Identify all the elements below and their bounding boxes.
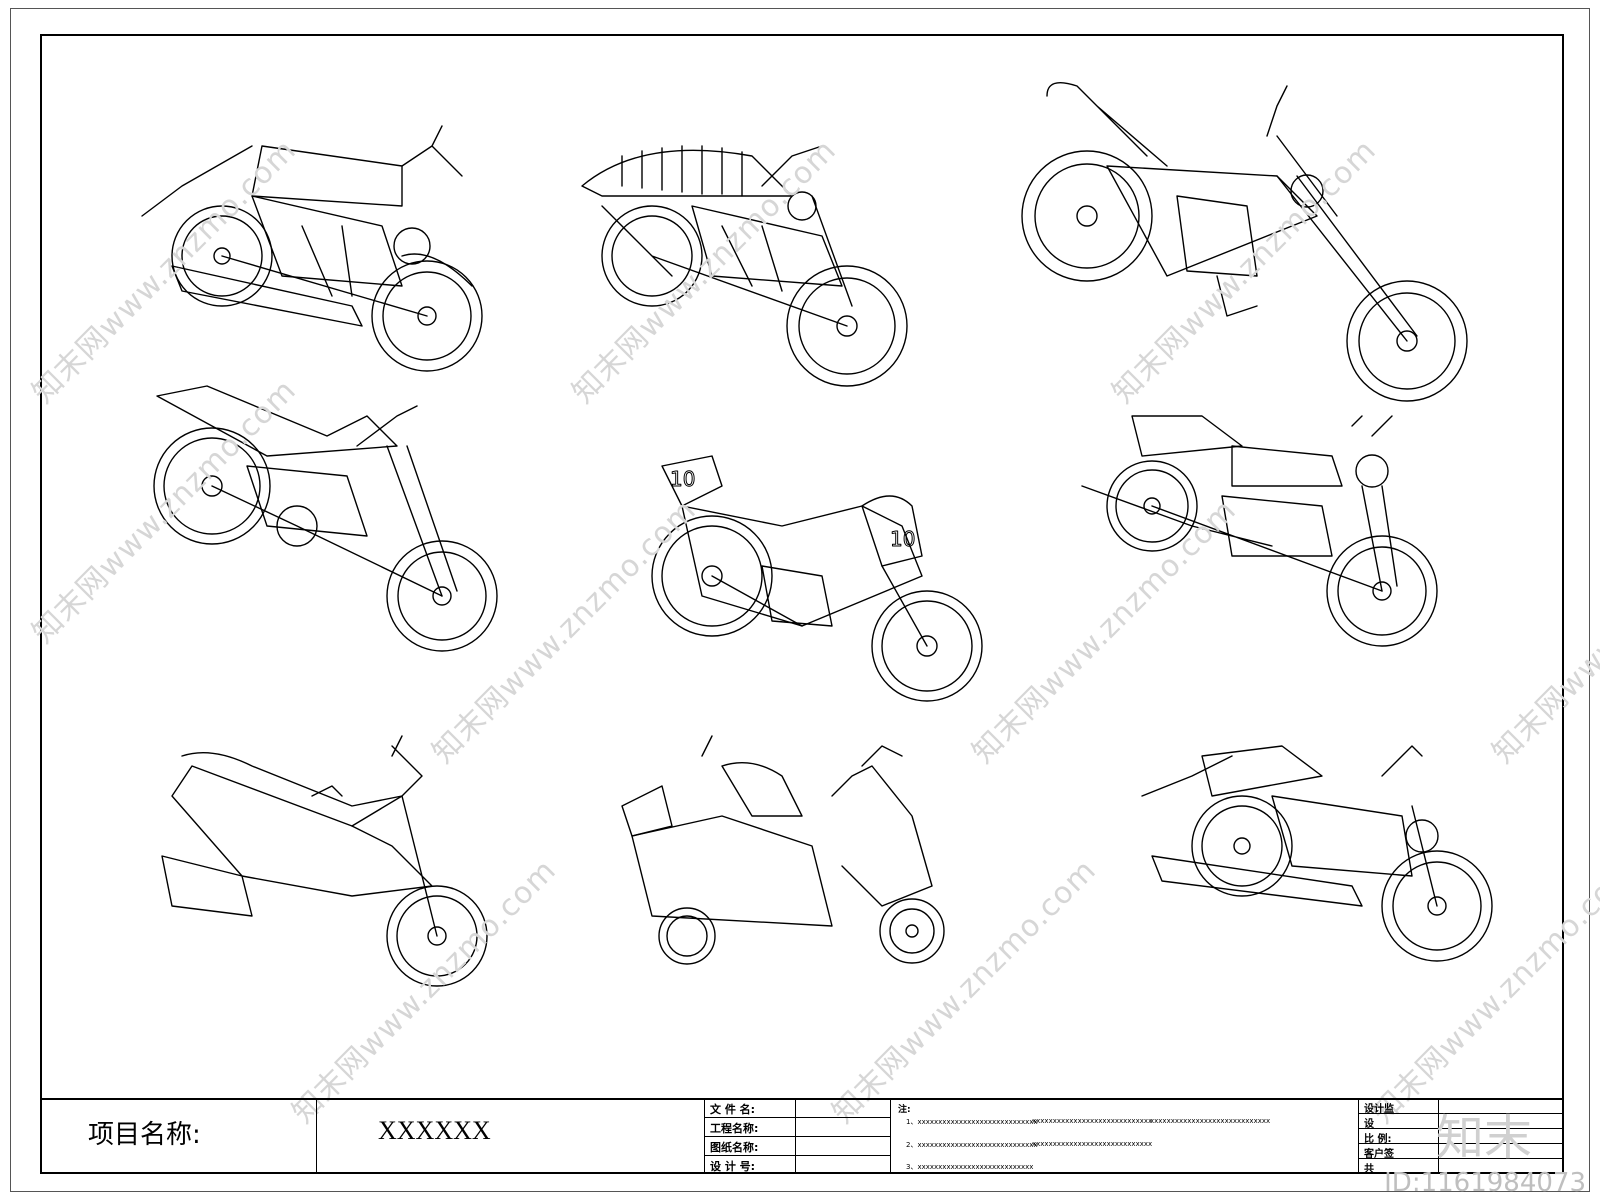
title-block-hline: [704, 1136, 890, 1137]
note-line: 2、xxxxxxxxxxxxxxxxxxxxxxxxxxxxx: [906, 1141, 1038, 1149]
motorcycle-scooter: [161, 735, 488, 987]
designer-supervisor-label: 设计监: [1364, 1104, 1394, 1115]
motorcycle-chopper: [1021, 82, 1468, 402]
motorcycle-classic-3: [1141, 745, 1493, 962]
title-block-hline: [1358, 1158, 1564, 1159]
project-name-value: XXXXXX: [378, 1116, 491, 1145]
note-line: 3、xxxxxxxxxxxxxxxxxxxxxxxxxxxx: [906, 1163, 1034, 1171]
motorcycle-racer: [651, 455, 983, 702]
title-block-divider: [1358, 1098, 1359, 1174]
title-block-divider: [316, 1098, 317, 1174]
note-line: xxxxxxxxxxxxxxxxxxxxxxxxxxxxx: [1150, 1117, 1271, 1125]
project-name-label: 项目名称:: [88, 1120, 201, 1150]
note-line: xxxxxxxxxxxxxxxxxxxxxxxxxxxxx: [1032, 1140, 1153, 1148]
title-block-hline: [1358, 1113, 1564, 1114]
notes-label: 注:: [898, 1105, 911, 1115]
file-name-label: 文 件 名:: [710, 1103, 756, 1116]
title-block-hline: [1358, 1143, 1564, 1144]
title-block-border: [40, 1098, 1564, 1174]
note-line: 1、xxxxxxxxxxxxxxxxxxxxxxxxxxxxx: [906, 1118, 1038, 1126]
motorcycle-sidecar: [621, 735, 945, 965]
title-block-hline: [1358, 1128, 1564, 1129]
motorcycle-dirt: [153, 385, 498, 652]
motorcycle-drawings: 10 10: [141, 82, 1493, 987]
title-block: 项目名称: XXXXXX 文 件 名: 工程名称: 图纸名称: 设 计 号: 注…: [40, 1098, 1564, 1175]
motorcycle-scrambler: [581, 145, 908, 387]
designer-label: 设: [1364, 1119, 1374, 1130]
title-block-divider: [890, 1098, 891, 1174]
title-block-hline: [704, 1155, 890, 1156]
watermark-id: ID:1161984073: [1384, 1168, 1586, 1198]
watermark-logo: 知末: [1435, 1110, 1532, 1166]
drawing-name-label: 图纸名称:: [710, 1141, 759, 1154]
race-number-front: 10: [890, 527, 915, 551]
race-number-rear: 10: [670, 467, 695, 491]
outer-border: [10, 8, 1590, 1192]
client-sign-label: 客户签: [1364, 1149, 1394, 1160]
title-block-divider: [1438, 1098, 1439, 1174]
scale-label: 比 例:: [1364, 1134, 1392, 1145]
design-number-label: 设 计 号:: [710, 1160, 756, 1173]
project-title-label: 工程名称:: [710, 1122, 759, 1135]
title-block-hline: [704, 1117, 890, 1118]
motorcycle-classic-1: [141, 125, 483, 372]
total-label: 共: [1364, 1164, 1374, 1175]
motorcycle-classic-2: [1081, 415, 1438, 647]
note-line: xxxxxxxxxxxxxxxxxxxxxxxxxxxxx: [1032, 1117, 1153, 1125]
